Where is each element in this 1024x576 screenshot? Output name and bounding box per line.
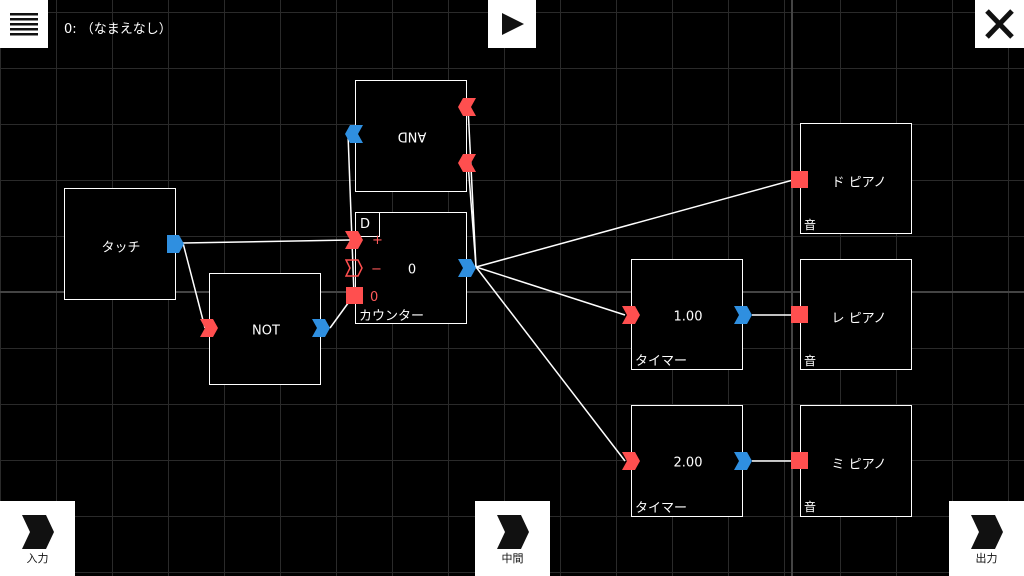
wire-counter-timer1 (475, 266, 626, 316)
middle-palette-label: 中間 (501, 552, 524, 565)
timer-1-label: タイマー (635, 354, 688, 369)
timer-1-input-port[interactable] (622, 306, 641, 324)
counter-reset-port[interactable] (346, 287, 364, 305)
piano-do-input-port[interactable] (791, 171, 809, 189)
input-palette-button[interactable]: 入力 (0, 501, 75, 576)
counter-value: 0 (407, 262, 417, 278)
chevron-right-icon (22, 515, 54, 549)
piano-mi-sub: 音 (804, 500, 817, 514)
and-input-port-2[interactable] (458, 154, 477, 172)
timer-node-2[interactable]: 2.00 タイマー (631, 405, 743, 517)
timer-2-value: 2.00 (673, 455, 703, 471)
and-input-port-1[interactable] (458, 98, 477, 116)
counter-output-port[interactable] (458, 259, 477, 277)
piano-do-label: ド ピアノ (831, 175, 887, 191)
piano-mi-input-port[interactable] (791, 452, 809, 470)
counter-plus-label: + (372, 233, 383, 248)
timer-2-output-port[interactable] (734, 452, 753, 470)
piano-mi-node[interactable]: ミ ピアノ 音 (800, 405, 912, 517)
piano-do-sub: 音 (804, 218, 817, 232)
and-node-label: AND (397, 128, 427, 144)
timer-1-value: 1.00 (673, 309, 703, 325)
chevron-right-icon (497, 515, 529, 549)
not-node-label: NOT (252, 323, 280, 339)
counter-reset-label: 0 (370, 290, 379, 305)
counter-label: カウンター (359, 309, 425, 324)
wire-touch-counter (182, 239, 351, 244)
timer-1-output-port[interactable] (734, 306, 753, 324)
middle-palette-button[interactable]: 中間 (475, 501, 550, 576)
output-palette-button[interactable]: 出力 (949, 501, 1024, 576)
piano-re-input-port[interactable] (791, 306, 809, 324)
wire-touch-not (182, 242, 206, 329)
project-title: 0: （なまえなし） (64, 22, 172, 37)
piano-re-label: レ ピアノ (831, 311, 887, 327)
play-icon (502, 13, 524, 35)
input-palette-label: 入力 (26, 552, 49, 565)
close-button[interactable] (975, 0, 1024, 48)
counter-plus-port[interactable] (345, 231, 364, 249)
piano-re-sub: 音 (804, 354, 817, 368)
touch-node-label: タッチ (101, 240, 141, 256)
wire-counter-timer2 (475, 266, 626, 462)
wire-counter-do (475, 179, 794, 268)
menu-button[interactable] (0, 0, 48, 48)
counter-node[interactable]: D + − 0 0 カウンター (355, 212, 467, 324)
timer-2-input-port[interactable] (622, 452, 641, 470)
not-node[interactable]: NOT (209, 273, 321, 385)
counter-minus-port[interactable] (345, 259, 364, 277)
chevron-right-icon (971, 515, 1003, 549)
timer-2-label: タイマー (635, 501, 688, 516)
counter-badge-text: D (360, 217, 371, 232)
touch-output-port[interactable] (167, 235, 185, 253)
touch-node[interactable]: タッチ (64, 188, 176, 300)
counter-badge: D (356, 213, 380, 237)
piano-re-node[interactable]: レ ピアノ 音 (800, 259, 912, 370)
piano-mi-label: ミ ピアノ (831, 457, 887, 473)
not-output-port[interactable] (312, 319, 331, 337)
wire-and-counter (347, 133, 355, 296)
hamburger-icon (10, 13, 38, 36)
play-button[interactable] (488, 0, 536, 48)
close-x-icon (985, 9, 1014, 39)
timer-node-1[interactable]: 1.00 タイマー (631, 259, 743, 370)
output-palette-label: 出力 (975, 552, 998, 565)
piano-do-node[interactable]: ド ピアノ 音 (800, 123, 912, 234)
counter-minus-label: − (371, 262, 382, 277)
wire-counter-and-2 (467, 162, 477, 268)
and-output-port[interactable] (345, 125, 364, 143)
and-node[interactable]: AND (355, 80, 467, 192)
not-input-port[interactable] (200, 319, 219, 337)
